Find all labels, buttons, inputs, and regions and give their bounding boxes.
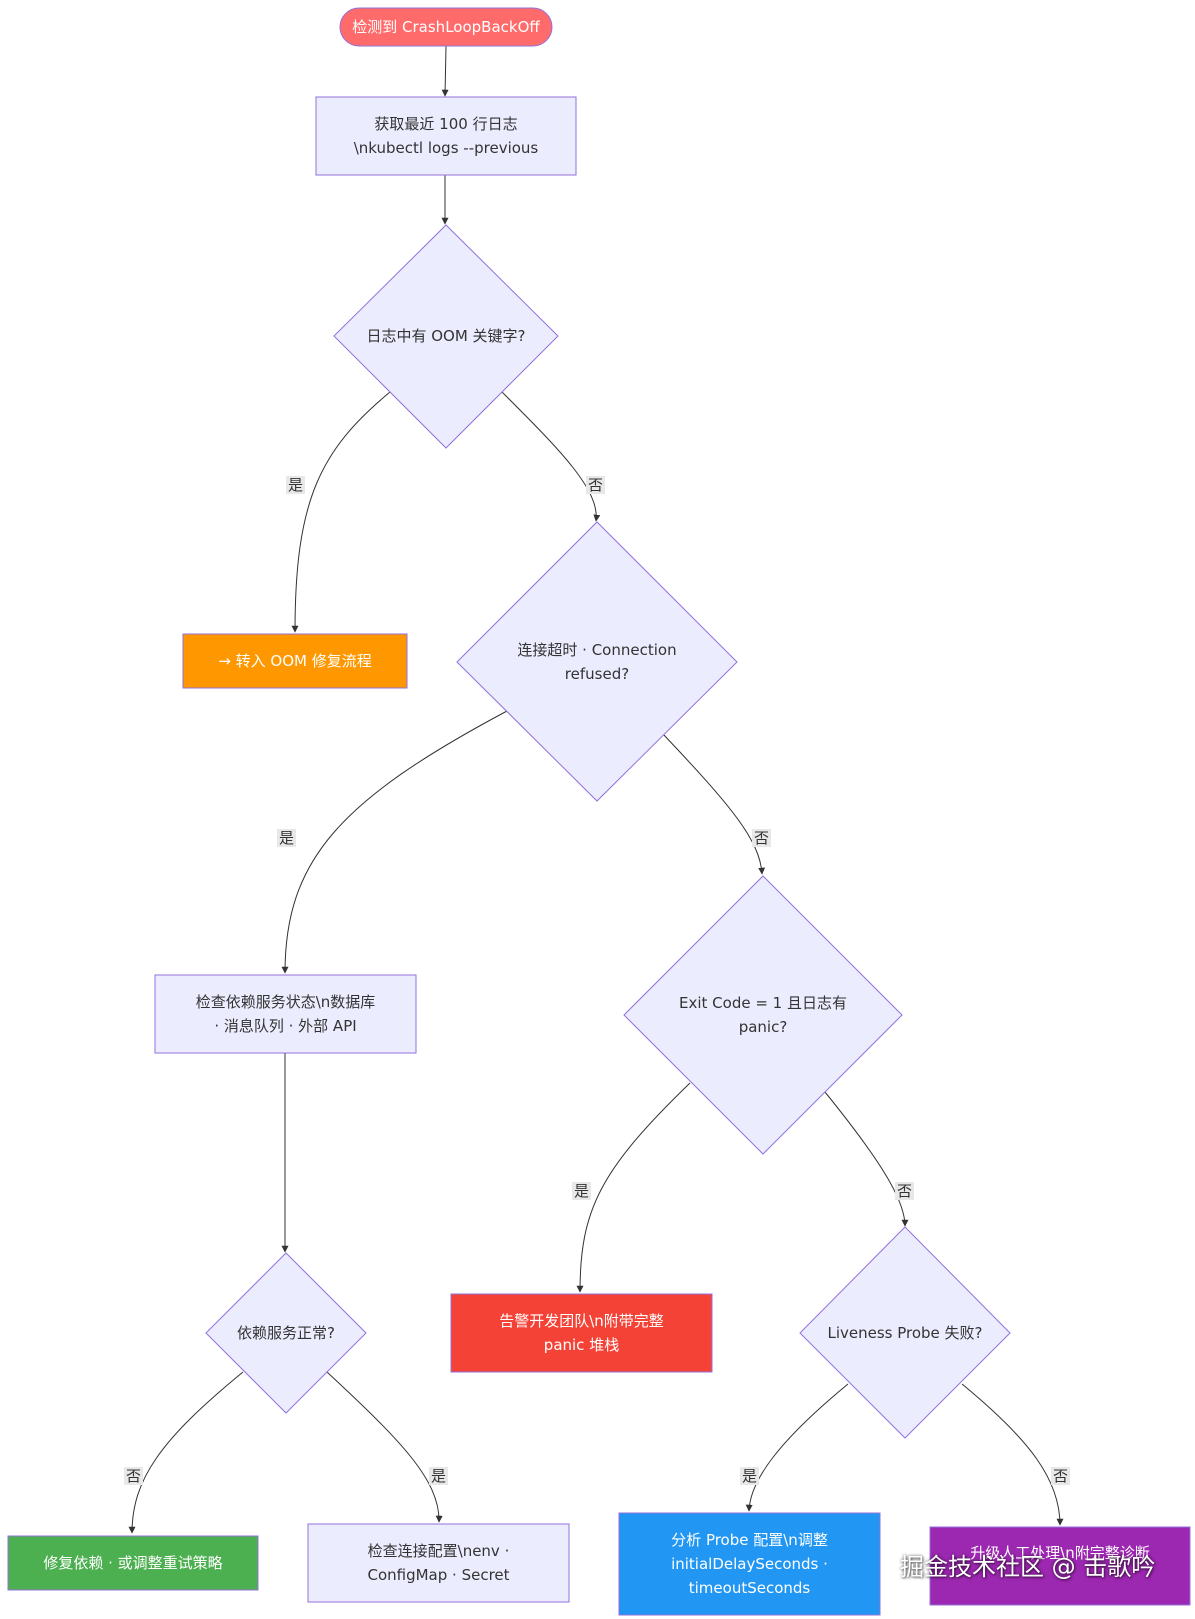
start-node-line: 检测到 CrashLoopBackOff [352,18,540,36]
edge-label-dep-no: 否 [124,1467,144,1485]
oom-check-node [333,224,559,449]
edge-label-probe-yes: 是 [740,1467,760,1485]
edge-exitcheck-probecheck [824,1091,909,1227]
exit-code-check-line-1: Exit Code = 1 且日志有 [679,994,847,1012]
connection-check-line-1: 连接超时 · Connection [517,641,677,659]
edge-label-dep-yes: 是 [429,1467,449,1485]
check-config-node [307,1523,570,1603]
probe-check-node [799,1226,1011,1439]
exit-code-check-line-2: panic? [738,1018,788,1036]
connection-check-line-2: refused? [564,665,630,683]
edge-start-logs [441,45,449,97]
watermark: 掘金技术社区 @ 击歌吟 [900,1553,1156,1581]
panic-alert-node [450,1293,713,1373]
dependency-check-node [154,974,417,1054]
dependency-ok-node-text: 依赖服务正常? [206,1313,366,1353]
fetch-logs-node [315,96,577,176]
edge-probecheck-escalate [961,1383,1064,1526]
escalate-line: 升级人工处理\n附完整诊断 [970,1544,1150,1562]
start-node-text: 检测到 CrashLoopBackOff [340,8,552,46]
edge-depok-checkconfig [326,1371,443,1523]
edge-oomcheck-oomflow [291,391,391,633]
start-node [339,7,553,47]
oom-flow-node-text: → 转入 OOM 修复流程 [183,634,407,688]
probe-check-node-text: Liveness Probe 失败? [800,1313,1010,1353]
panic-alert-line-1: 告警开发团队\n附带完整 [499,1312,664,1330]
edge-label-probe-no: 否 [1051,1467,1071,1485]
probe-adjust-line-2: initialDelaySeconds · [671,1555,828,1573]
edge-conncheck-exitcheck [662,733,766,875]
escalate-node [929,1526,1191,1606]
probe-adjust-line-1: 分析 Probe 配置\n调整 [671,1531,828,1549]
fix-dependency-line: 修复依赖 · 或调整重试策略 [43,1554,223,1572]
probe-adjust-line-3: timeoutSeconds [688,1579,811,1597]
dependency-check-line-1: 检查依赖服务状态\n数据库 [195,993,376,1011]
edge-oomcheck-conncheck [501,391,601,522]
connection-check-node-text: 连接超时 · Connection refused? [477,632,717,692]
dependency-ok-node [205,1252,367,1414]
check-config-line-2: ConfigMap · Secret [367,1566,510,1584]
fetch-logs-line-2: \nkubectl logs --previous [353,139,539,157]
check-config-line-1: 检查连接配置\nenv · [367,1542,510,1560]
probe-adjust-node-text: 分析 Probe 配置\n调整 initialDelaySeconds · ti… [619,1513,880,1615]
oom-check-node-text: 日志中有 OOM 关键字? [334,316,558,356]
panic-alert-node-text: 告警开发团队\n附带完整 panic 堆栈 [451,1294,712,1372]
check-config-node-text: 检查连接配置\nenv · ConfigMap · Secret [308,1524,569,1602]
exit-code-check-node [623,875,903,1155]
edge-depok-fixdep [128,1371,244,1534]
panic-alert-line-2: panic 堆栈 [543,1336,620,1354]
edge-conncheck-depcheck [281,710,508,974]
fetch-logs-line-1: 获取最近 100 行日志 [374,115,518,133]
oom-flow-node [182,633,408,689]
edge-label-exit-no: 否 [895,1182,915,1200]
connection-check-node [456,521,738,802]
edge-label-conn-no: 否 [752,829,772,847]
dependency-check-line-2: · 消息队列 · 外部 API [214,1017,357,1035]
oom-flow-line: → 转入 OOM 修复流程 [218,652,372,670]
edge-label-oom-no: 否 [586,476,606,494]
probe-adjust-node [618,1512,881,1616]
dependency-check-node-text: 检查依赖服务状态\n数据库 · 消息队列 · 外部 API [155,975,416,1053]
escalate-node-text: 升级人工处理\n附完整诊断 [930,1527,1190,1579]
probe-check-line: Liveness Probe 失败? [827,1324,983,1342]
oom-check-line: 日志中有 OOM 关键字? [366,327,526,345]
exit-code-check-node-text: Exit Code = 1 且日志有 panic? [643,985,883,1045]
dependency-ok-line: 依赖服务正常? [237,1324,335,1342]
edge-exitcheck-panic [576,1082,691,1293]
edge-label-exit-yes: 是 [572,1182,592,1200]
fetch-logs-node-text: 获取最近 100 行日志 \nkubectl logs --previous [316,97,576,175]
fix-dependency-node-text: 修复依赖 · 或调整重试策略 [8,1536,258,1590]
edge-probecheck-probeadjust [745,1383,849,1512]
edge-label-oom-yes: 是 [286,476,306,494]
edge-label-conn-yes: 是 [277,829,297,847]
fix-dependency-node [7,1535,259,1591]
